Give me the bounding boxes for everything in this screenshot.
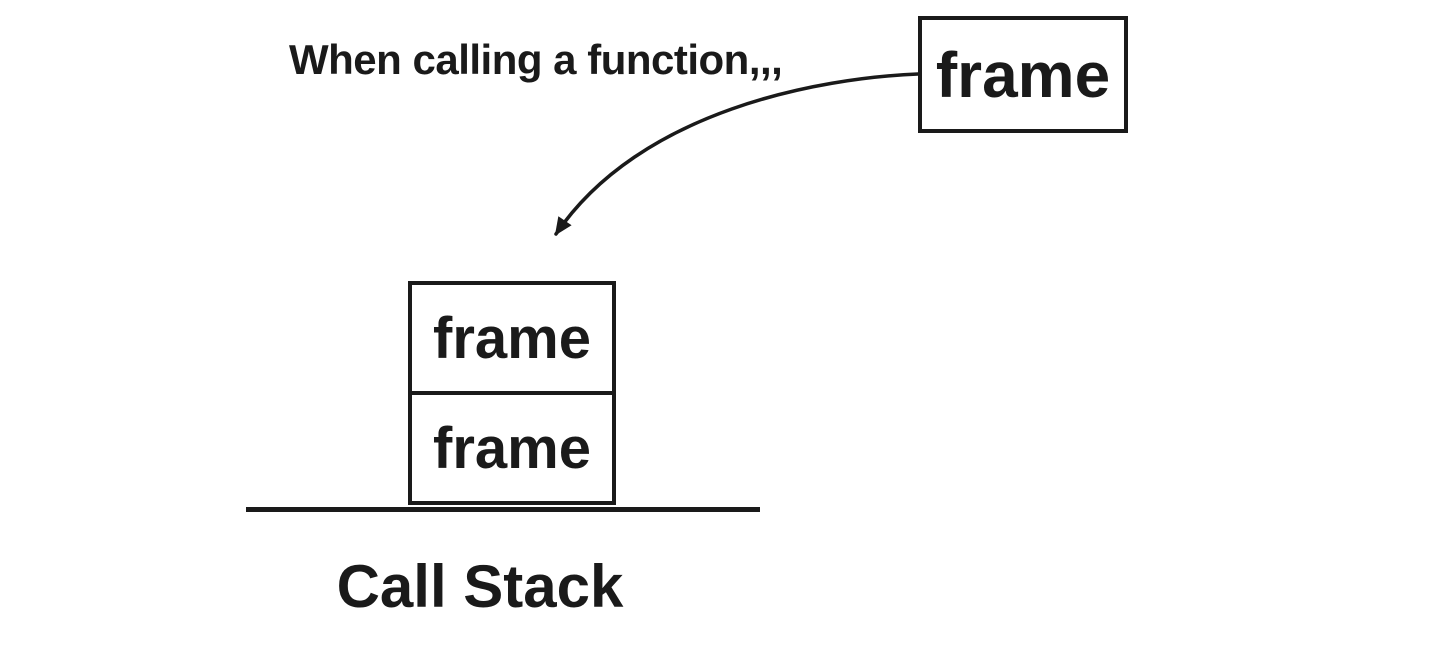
stack-frame-top-label: frame	[433, 305, 591, 371]
stack-frame-bottom: frame	[408, 391, 616, 505]
arrow-curve	[554, 72, 920, 236]
stack-base-line	[246, 507, 760, 512]
stack-title: Call Stack	[336, 553, 624, 620]
incoming-frame-label: frame	[935, 38, 1111, 111]
caption-text: When calling a function,,,	[289, 36, 783, 83]
stack-frame-bottom-label: frame	[433, 415, 591, 481]
stack-frame-top: frame	[408, 281, 616, 395]
stack-frames: frame frame	[408, 281, 616, 505]
incoming-frame-box: frame	[918, 16, 1128, 133]
